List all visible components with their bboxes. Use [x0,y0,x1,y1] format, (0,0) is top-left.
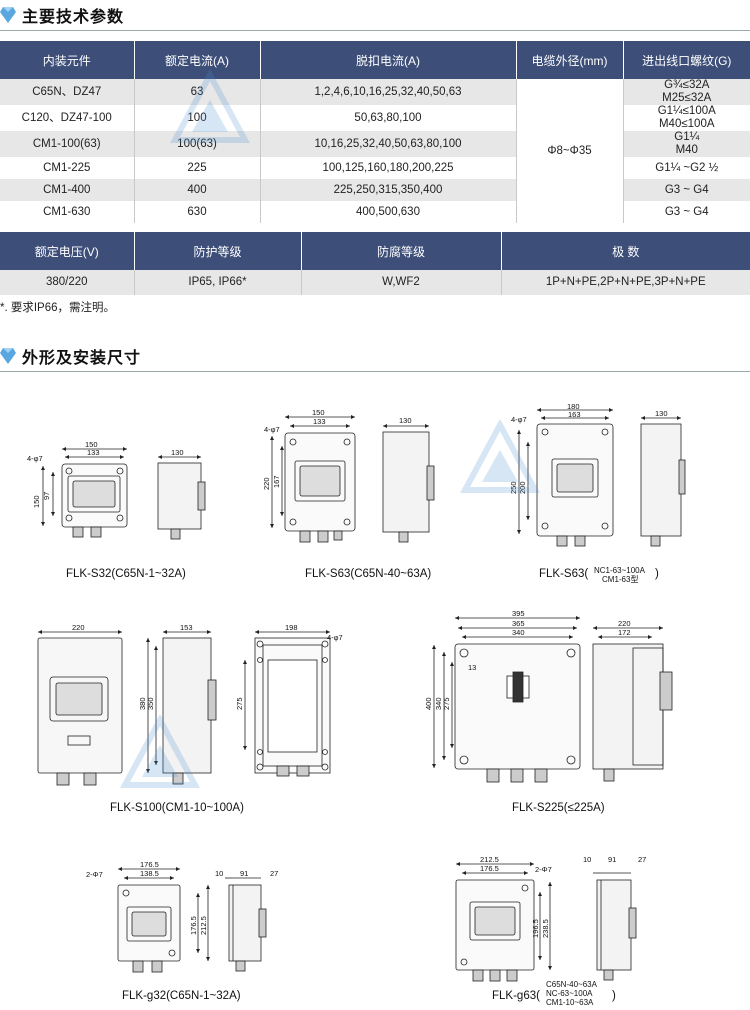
col-trip: 脱扣电流(A) [260,41,517,79]
svg-text:150: 150 [85,440,98,449]
svg-text:275: 275 [235,697,244,710]
flk-s100-drawing: 220 153 380 350 198 4-φ7 275 [37,623,343,786]
svg-text:130: 130 [655,409,668,418]
table-row: CM1-630 630 400,500,630 G3 ~ G4 [0,201,750,223]
svg-text:4-φ7: 4-φ7 [264,425,280,434]
svg-text:395: 395 [512,610,525,618]
caption-flk-s32: FLK-S32(C65N-1~32A) [66,568,186,580]
svg-text:200: 200 [518,481,527,494]
svg-text:153: 153 [180,623,193,632]
svg-text:365: 365 [512,619,525,628]
svg-text:198: 198 [285,623,298,632]
svg-text:176.5: 176.5 [140,860,159,869]
svg-text:400: 400 [424,697,433,710]
flk-s63-drawing: 150 133 4-φ7 220 167 130 [262,408,435,543]
flk-s225-drawing: 395 365 340 400 340 275 13 220 172 [424,610,673,783]
svg-text:167: 167 [272,475,281,488]
cable-cell: Φ8~Φ35 [516,79,624,223]
svg-text:238.5: 238.5 [541,919,550,938]
flk-g63-drawing: 212.5 176.5 2-Φ7 196.5 238.5 10 91 27 [455,855,646,982]
svg-text:212.5: 212.5 [480,855,499,864]
table-header-row: 内装元件 额定电流(A) 脱扣电流(A) 电缆外径(mm) 进出线口螺纹(G) [0,41,750,79]
tech-params-table: 内装元件 额定电流(A) 脱扣电流(A) 电缆外径(mm) 进出线口螺纹(G) … [0,41,750,223]
svg-text:172: 172 [618,628,631,637]
flk-g32-drawing: 176.5 138.5 2-Φ7 176.5 212.5 10 91 27 [86,860,278,973]
flk-s32-drawing: 150 133 4-φ7 150 97 130 [27,440,206,540]
ip66-note: *. 要求IP66，需注明。 [0,302,116,314]
svg-text:91: 91 [608,855,616,864]
svg-text:2-Φ7: 2-Φ7 [86,870,103,879]
svg-text:91: 91 [240,869,248,878]
table-row: 380/220 IP65, IP66* W,WF2 1P+N+PE,2P+N+P… [0,270,750,295]
caption-flk-s63-b-models: NC1-63~100A CM1-63型 [594,566,645,584]
caption-flk-s63-b: FLK-S63( [539,568,589,580]
svg-text:250: 250 [509,481,518,494]
svg-text:2-Φ7: 2-Φ7 [535,865,552,874]
svg-text:163: 163 [568,410,581,419]
svg-text:220: 220 [72,623,85,632]
section-rule [0,30,750,31]
svg-text:4-φ7: 4-φ7 [327,633,343,642]
caption-flk-s100: FLK-S100(CM1-10~100A) [110,802,244,814]
caption-flk-g63: FLK-g63( [492,990,540,1002]
caption-flk-g63-models: C65N-40~63A NC-63~100A CM1-10~63A [546,980,597,1007]
svg-text:212.5: 212.5 [199,916,208,935]
svg-text:4-φ7: 4-φ7 [511,415,527,424]
caption-flk-s63: FLK-S63(C65N-40~63A) [305,568,432,580]
svg-text:340: 340 [434,697,443,710]
svg-text:275: 275 [442,697,451,710]
svg-text:380: 380 [138,697,147,710]
table-row: CM1-400 400 225,250,315,350,400 G3 ~ G4 [0,179,750,201]
table-row: CM1-100(63) 100(63) 10,16,25,32,40,50,63… [0,131,750,157]
col-component: 内装元件 [0,41,135,79]
ratings-table: 额定电压(V) 防护等级 防腐等级 极 数 380/220 IP65, IP66… [0,232,750,295]
svg-text:350: 350 [146,697,155,710]
section-dims-title: 外形及安装尺寸 [0,343,141,369]
svg-text:180: 180 [567,402,580,411]
svg-text:130: 130 [399,416,412,425]
table-row: CM1-225 225 100,125,160,180,200,225 G1¼ … [0,157,750,179]
svg-text:150: 150 [312,408,325,417]
col-current: 额定电流(A) [134,41,261,79]
col-cable: 电缆外径(mm) [516,41,624,79]
svg-text:130: 130 [171,448,184,457]
table-row: C65N、DZ47 63 1,2,4,6,10,16,25,32,40,50,6… [0,79,750,223]
svg-text:138.5: 138.5 [140,869,159,878]
flk-s63-large-drawing: 180 163 4-φ7 250 200 130 [509,402,686,547]
caption-flk-g32: FLK-g32(C65N-1~32A) [122,990,241,1002]
svg-text:220: 220 [262,477,271,490]
gem-icon [0,7,16,23]
svg-text:4-φ7: 4-φ7 [27,454,43,463]
svg-text:340: 340 [512,628,525,637]
svg-text:10: 10 [583,855,591,864]
svg-text:176.5: 176.5 [480,864,499,873]
svg-text:10: 10 [215,869,223,878]
table-header-row: 额定电压(V) 防护等级 防腐等级 极 数 [0,232,750,270]
svg-text:150: 150 [32,495,41,508]
svg-text:176.5: 176.5 [189,916,198,935]
svg-text:13: 13 [468,663,476,672]
svg-text:27: 27 [270,869,278,878]
caption-flk-s225: FLK-S225(≤225A) [512,802,605,814]
svg-text:27: 27 [638,855,646,864]
section-params-title: 主要技术参数 [0,2,124,28]
svg-text:133: 133 [87,448,100,457]
svg-text:97: 97 [42,492,51,500]
gem-icon [0,348,16,364]
svg-text:220: 220 [618,619,631,628]
section-rule [0,371,750,372]
col-thread: 进出线口螺纹(G) [623,41,750,79]
svg-text:133: 133 [313,417,326,426]
svg-text:196.5: 196.5 [531,919,540,938]
